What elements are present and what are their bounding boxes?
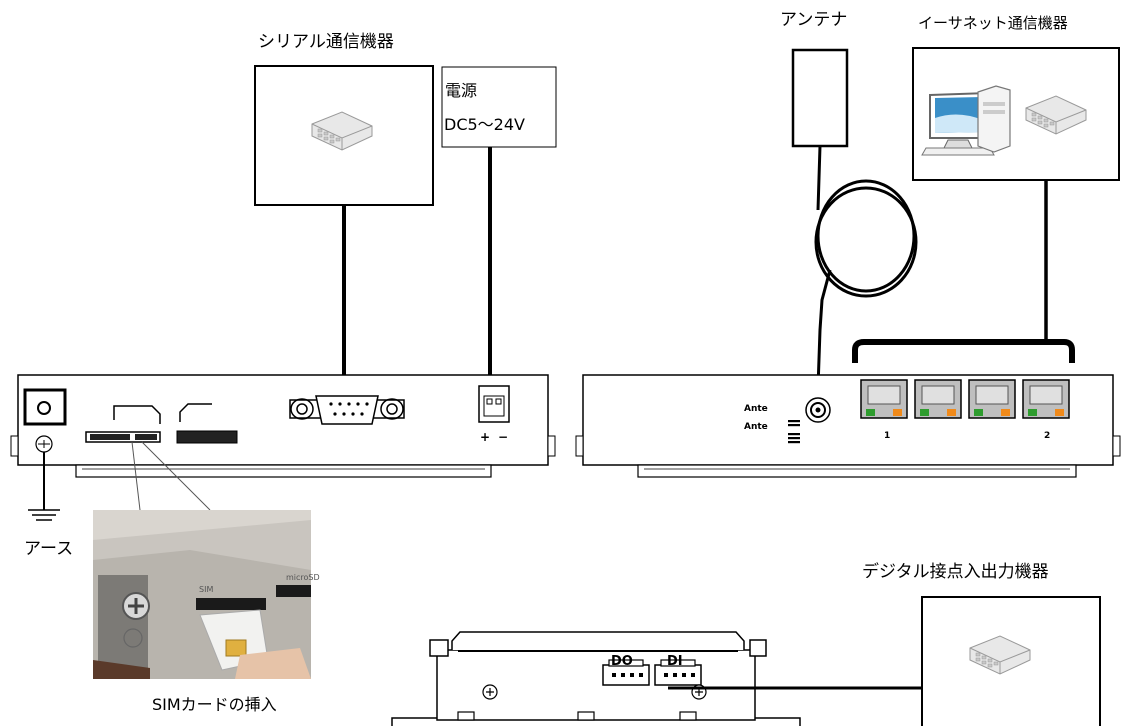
ant-label-1: Ante bbox=[744, 404, 768, 414]
ethernet-port-icon bbox=[968, 379, 1016, 419]
antenna-connector-icon bbox=[805, 397, 831, 423]
ground-symbol-icon bbox=[28, 509, 60, 521]
db9-connector-icon bbox=[289, 395, 405, 425]
antenna-box bbox=[791, 48, 849, 148]
power-box bbox=[441, 66, 557, 148]
sim-photo bbox=[93, 510, 311, 679]
screw-icon bbox=[482, 684, 498, 700]
antenna-label: アンテナ bbox=[780, 10, 848, 30]
di-port-label: DI bbox=[667, 654, 683, 669]
right-unit bbox=[575, 374, 1121, 478]
plus-label: + bbox=[480, 430, 491, 444]
ethernet-port-icon bbox=[914, 379, 962, 419]
digital-io-device-label: デジタル接点入出力機器 bbox=[862, 562, 1049, 582]
computer-icon bbox=[921, 85, 1011, 156]
port-last-label: 2 bbox=[1044, 431, 1051, 441]
do-port-label: DO bbox=[611, 654, 633, 669]
ethernet-port-icon bbox=[1022, 379, 1070, 419]
earth-label: アース bbox=[24, 539, 74, 559]
bottom-unit bbox=[391, 631, 801, 726]
antenna-cable bbox=[814, 145, 918, 389]
microsd-slot bbox=[176, 430, 238, 444]
ethernet-device-label: イーサネット通信機器 bbox=[918, 14, 1068, 32]
minus-label: − bbox=[498, 430, 509, 444]
sim-insert-label: SIMカードの挿入 bbox=[152, 695, 277, 714]
ethernet-port-icon bbox=[860, 379, 908, 419]
terminal-block-icon bbox=[478, 385, 510, 423]
power-label-line1: 電源 bbox=[445, 81, 478, 100]
left-unit bbox=[10, 374, 556, 478]
sim-slot-photo-label: SIM bbox=[199, 585, 214, 594]
serial-device-label: シリアル通信機器 bbox=[258, 32, 394, 52]
ant-label-2: Ante bbox=[744, 422, 768, 432]
port-bracket bbox=[852, 339, 1075, 363]
microsd-photo-label: microSD bbox=[286, 573, 320, 582]
port-first-label: 1 bbox=[884, 431, 891, 441]
power-label-line2: DC5～24V bbox=[444, 115, 525, 134]
